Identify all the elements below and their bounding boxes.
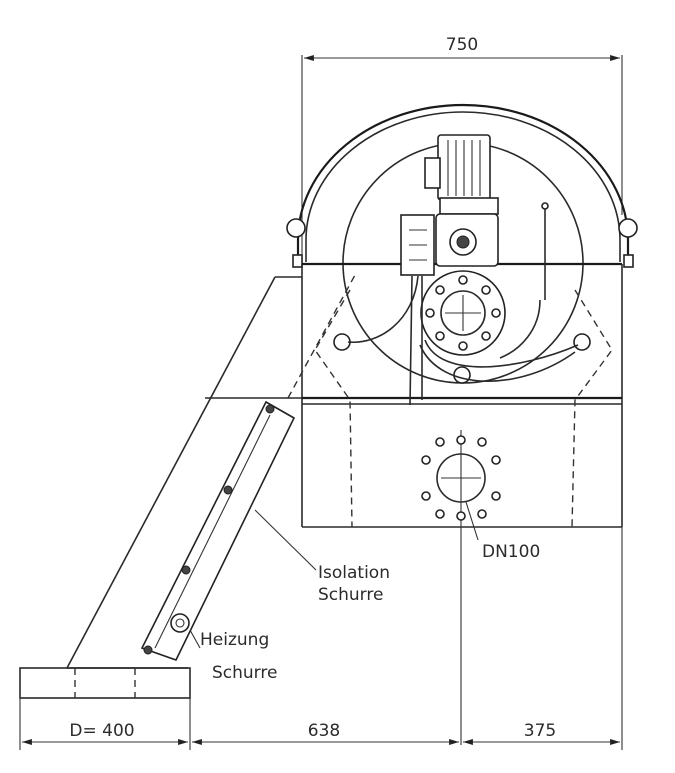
gearbox-flange	[439, 197, 499, 215]
heating-label-line2: Schurre	[212, 663, 277, 683]
lifting-lug-right	[618, 218, 638, 238]
isolation-label-line2: Schurre	[318, 585, 383, 605]
dimension-638-label: 638	[308, 721, 340, 741]
nozzle-dn100: DN100	[421, 430, 540, 745]
dimension-375-label: 375	[524, 721, 556, 741]
motor-unit	[400, 134, 549, 300]
isolation-label-line1: Isolation	[318, 563, 390, 583]
motor-terminal-box	[424, 157, 441, 189]
bottom-dimensions: D= 400 638 375	[22, 527, 623, 750]
housing	[301, 262, 623, 528]
drive-flange	[420, 270, 506, 356]
heating-connector	[170, 613, 190, 633]
nozzle-label: DN100	[482, 542, 540, 562]
chute	[66, 274, 356, 669]
base-container	[19, 667, 191, 750]
drum-cover	[286, 103, 638, 268]
chute-tube	[140, 400, 296, 661]
dimension-400-label: D= 400	[69, 721, 134, 741]
heating-label-line1: Heizung	[200, 630, 269, 650]
dimension-750-label: 750	[446, 35, 478, 55]
lifting-lug-left	[286, 218, 306, 238]
cables	[347, 275, 579, 406]
